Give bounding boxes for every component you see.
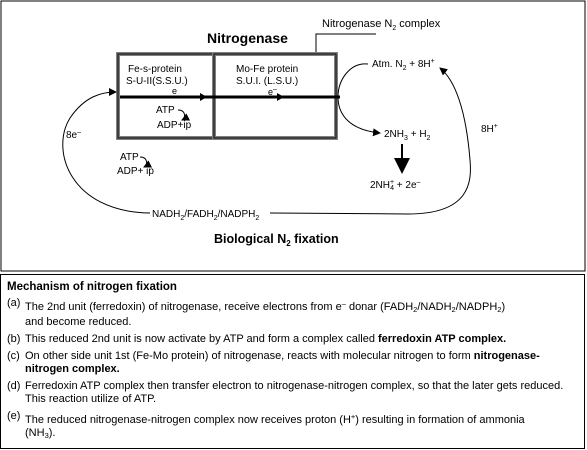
nitrogen-reduction-arrow [337, 63, 381, 137]
mechanism-title: Mechanism of nitrogen fixation [7, 281, 177, 293]
mechanism-panel: Mechanism of nitrogen fixation (a) The 2… [0, 274, 585, 449]
mechanism-item-e: (e) The reduced nitrogenase-nitrogen com… [7, 410, 525, 440]
atp-inner-arrow [177, 109, 191, 121]
mechanism-item-d: (d) Ferredoxin ATP complex then transfer… [7, 380, 564, 405]
mechanism-list: (a) The 2nd unit (ferredoxin) of nitroge… [7, 297, 579, 446]
electron-donor-cycle-left [62, 88, 151, 214]
fe-box-line1: Fe-s-protein [128, 64, 182, 75]
atp-outer-arrow [139, 156, 153, 168]
diagram-frame [0, 0, 586, 272]
adp-outer-label: ADP+ ip [117, 166, 154, 177]
nitrogen-fixation-diagram: Nitrogenase Nitrogenase N2 complex Fe-s-… [0, 0, 586, 272]
atm-nitrogen-label: Atm. N2 + 8H+ [372, 58, 435, 72]
mo-box-line1: Mo-Fe protein [236, 64, 298, 75]
mechanism-item-b: (b) This reduced 2nd unit is now activat… [7, 333, 507, 345]
mechanism-item-a: (a) The 2nd unit (ferredoxin) of nitroge… [7, 297, 506, 328]
atp-outer-label: ATP [120, 152, 139, 163]
atp-inner-label: ATP [156, 105, 175, 116]
diagram-caption: Biological N2 fixation [214, 232, 339, 248]
ammonium-label: 2NH+4 + 2e– [370, 179, 421, 192]
electron-arrow-2 [277, 93, 284, 101]
mo-box-electron: e– [268, 86, 277, 97]
adp-inner-label: ADP+ip [157, 120, 192, 131]
ammonia-label: 2NH3 + H2 [384, 129, 431, 142]
eight-electrons-label: 8e– [66, 129, 81, 141]
mo-box-line2: S.U.I. (L.S.U.) [236, 76, 298, 87]
fe-box-electron: e [172, 86, 177, 96]
electron-donor-cycle-right [269, 67, 471, 215]
electron-arrow-1 [200, 93, 207, 101]
eight-protons-label: 8H+ [481, 123, 498, 135]
mechanism-item-c: (c) On other side unit 1st (Fe-Mo protei… [7, 350, 540, 375]
electron-donor-label: NADH2/FADH2/NADPH2 [152, 209, 259, 222]
fe-box-line2: S-U-II(S.S.U.) [126, 76, 188, 87]
diagram-title: Nitrogenase [207, 30, 288, 46]
complex-label: Nitrogenase N2 complex [322, 18, 441, 32]
